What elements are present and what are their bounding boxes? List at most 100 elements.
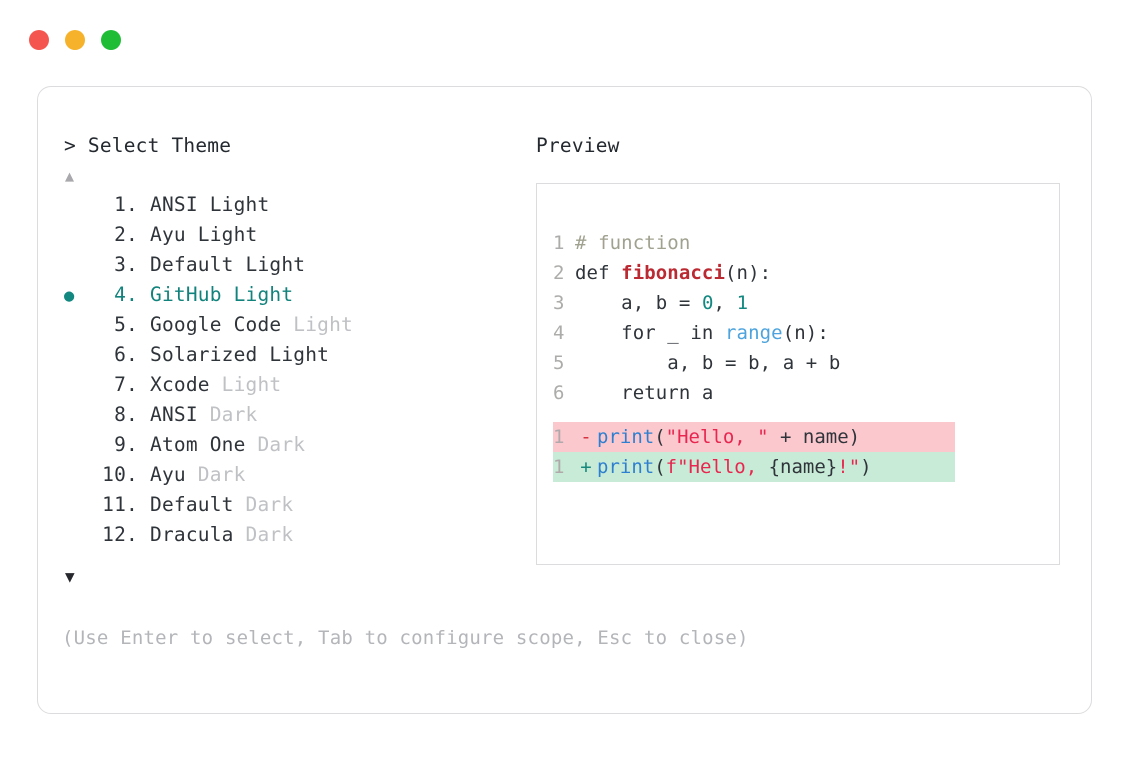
code-text: def fibonacci(n): — [575, 258, 771, 288]
scroll-down-icon[interactable]: ▼ — [65, 567, 75, 586]
theme-item-variant: Light — [233, 283, 294, 306]
diff-removed-line: 1-print("Hello, " + name) — [553, 422, 955, 452]
code-token: (n): — [725, 262, 772, 284]
code-token: 0 — [701, 292, 714, 314]
theme-list-item[interactable]: ●4.GitHub Light — [64, 280, 524, 310]
theme-item-number: 4. — [114, 283, 138, 306]
code-token: print — [597, 456, 655, 478]
code-text: return a — [575, 378, 713, 408]
code-token: for _ in — [575, 322, 726, 344]
theme-item-variant: Light — [293, 313, 353, 336]
diff-added-line: 1 +print(f"Hello, {name}!") — [553, 452, 955, 482]
code-token: return a — [575, 382, 714, 404]
theme-item-number: 8. — [114, 403, 138, 426]
code-token: # function — [575, 232, 691, 254]
theme-item-name: ANSI — [150, 193, 198, 216]
diff-line-number: 1 — [553, 456, 565, 478]
code-line: 4 for _ in range(n): — [553, 318, 1059, 348]
theme-item-variant: Light — [197, 223, 258, 246]
code-token: !" — [837, 456, 861, 478]
theme-item-name: Ayu — [150, 463, 186, 486]
code-token: (n): — [782, 322, 829, 344]
code-token: range — [725, 322, 783, 344]
minimize-window-button[interactable] — [65, 30, 85, 50]
diff-sign: - — [580, 426, 592, 448]
theme-item-variant: Dark — [245, 493, 294, 516]
theme-item-number: 2. — [114, 223, 138, 246]
select-theme-prompt: > Select Theme — [64, 133, 524, 159]
theme-item-name: Atom One — [150, 433, 246, 456]
theme-item-variant: Dark — [197, 463, 246, 486]
diff-code-text: print(f"Hello, {name}!") — [597, 452, 872, 482]
theme-list-item[interactable]: 1.ANSI Light — [64, 190, 524, 220]
code-text: a, b = 0, 1 — [575, 288, 748, 318]
theme-item-label: Xcode Light — [138, 370, 281, 400]
theme-list: 1.ANSI Light 2. Ayu Light 3. Default Light ● 4… — [64, 190, 524, 550]
line-number: 1 — [553, 232, 565, 254]
theme-item-variant: Light — [221, 373, 282, 396]
theme-picker-panel: > Select Theme ▲ 1.ANSI Light 2. Ayu Light… — [37, 86, 1092, 714]
diff-code-text: print("Hello, " + name) — [597, 422, 860, 452]
code-text: for _ in range(n): — [575, 318, 829, 348]
theme-item-name: Default — [150, 493, 234, 516]
code-token: "Hello, " — [665, 426, 769, 448]
code-token: def — [575, 262, 622, 284]
theme-item-name: Ayu — [150, 223, 186, 246]
code-token: {name} — [768, 456, 838, 478]
theme-item-name: Google Code — [150, 313, 282, 336]
theme-item-number: 12. — [102, 523, 138, 546]
code-line: 5 a, b = b, a + b — [553, 348, 1059, 378]
theme-item-label: Ayu Dark — [138, 460, 246, 490]
code-token: ( — [654, 456, 666, 478]
theme-item-variant: Dark — [209, 403, 258, 426]
code-line: 3 a, b = 0, 1 — [553, 288, 1059, 318]
theme-item-name: Default — [150, 253, 234, 276]
theme-item-label: Solarized Light — [138, 340, 329, 370]
theme-item-number: 3. — [114, 253, 138, 276]
diff-sign: + — [580, 456, 592, 478]
theme-list-item[interactable]: 11. Default Dark — [64, 490, 524, 520]
theme-list-item[interactable]: 8.ANSI Dark — [64, 400, 524, 430]
theme-list-item[interactable]: 3. Default Light — [64, 250, 524, 280]
theme-item-number: 5. — [114, 313, 138, 336]
theme-item-number: 6. — [114, 343, 138, 366]
theme-item-name: Xcode — [150, 373, 210, 396]
line-number: 5 — [553, 352, 565, 374]
theme-item-variant: Light — [245, 253, 306, 276]
theme-list-item[interactable]: 5.Google Code Light — [64, 310, 524, 340]
prompt-caret-icon: > — [64, 134, 76, 157]
code-token: + name) — [768, 426, 861, 448]
theme-list-item[interactable]: 9.Atom One Dark — [64, 430, 524, 460]
theme-item-label: ANSI Dark — [138, 400, 257, 430]
code-token: , — [713, 292, 737, 314]
code-token: a, b = — [575, 292, 702, 314]
theme-item-name: Solarized — [150, 343, 258, 366]
page-title: Select Theme — [87, 134, 232, 157]
code-text: a, b = b, a + b — [575, 348, 840, 378]
preview-label: Preview — [536, 134, 620, 157]
selected-bullet-icon: ● — [64, 286, 75, 306]
theme-item-label: Google Code Light — [138, 310, 353, 340]
theme-item-label: Dracula Dark — [138, 520, 293, 550]
theme-item-number: 10. — [102, 463, 138, 486]
code-line: 6 return a — [553, 378, 1059, 408]
theme-list-item[interactable]: 2. Ayu Light — [64, 220, 524, 250]
theme-list-item[interactable]: 6.Solarized Light — [64, 340, 524, 370]
theme-list-item[interactable]: 10.Ayu Dark — [64, 460, 524, 490]
theme-selector-column: > Select Theme ▲ 1.ANSI Light 2. Ayu Light… — [64, 133, 524, 588]
theme-item-variant: Light — [269, 343, 330, 366]
code-token: fibonacci — [621, 262, 726, 284]
code-text: # function — [575, 228, 690, 258]
theme-list-item[interactable]: 12.Dracula Dark — [64, 520, 524, 550]
close-window-button[interactable] — [29, 30, 49, 50]
theme-item-number: 11. — [102, 493, 138, 516]
theme-item-name: ANSI — [150, 403, 198, 426]
scroll-up-icon[interactable]: ▲ — [65, 167, 75, 185]
code-token: ) — [860, 456, 872, 478]
theme-list-item[interactable]: 7.Xcode Light — [64, 370, 524, 400]
window-traffic-lights — [29, 30, 121, 50]
maximize-window-button[interactable] — [101, 30, 121, 50]
